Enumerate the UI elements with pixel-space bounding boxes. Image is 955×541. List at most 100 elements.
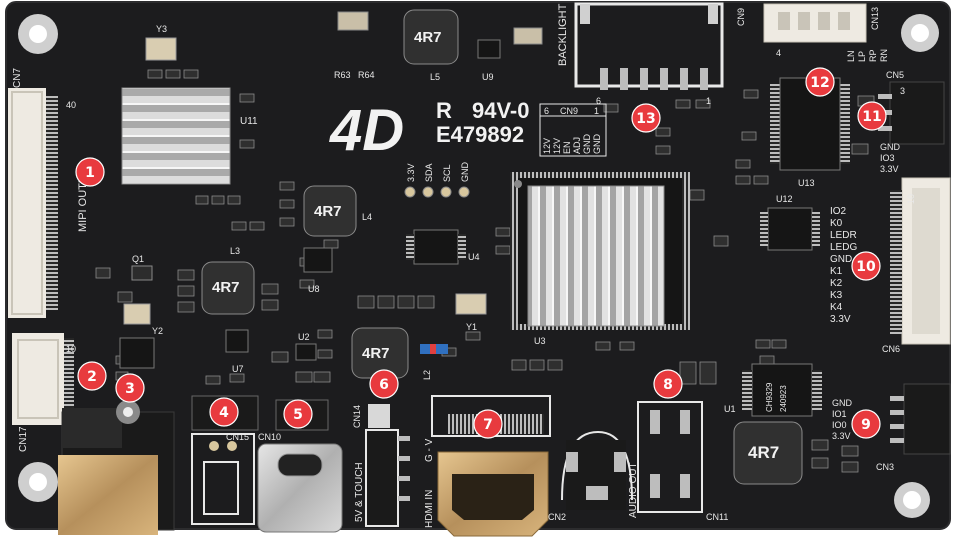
cn6-pin-label: GND: [830, 254, 852, 265]
callout-number: 11: [862, 109, 881, 125]
diode: [420, 344, 448, 354]
l3-ref: L3: [230, 246, 240, 256]
callout-number: 7: [483, 417, 493, 433]
cap-top: [337, 11, 369, 31]
callout-13: 13: [631, 103, 661, 133]
dc-barrel-jack: [58, 400, 175, 535]
cn3-pin-label: IO1: [832, 409, 847, 419]
transistor-q1: [131, 265, 153, 281]
u2-ref: U2: [298, 332, 310, 342]
io3-connector: [878, 81, 945, 145]
main-soc: [510, 172, 690, 330]
cn9-pin-label: GND: [582, 134, 592, 155]
i2c-pin-label: 3.3V: [406, 163, 416, 182]
ic-u8: [303, 247, 333, 273]
cn6-pin-label: LEDG: [830, 242, 857, 253]
cn6-pin10: 10: [906, 194, 916, 204]
svg-text:4R7: 4R7: [362, 345, 390, 362]
svg-text:4R7: 4R7: [314, 203, 342, 220]
svg-text:4R7: 4R7: [748, 443, 779, 462]
svg-text:240923: 240923: [779, 385, 788, 412]
cn5-pin-label: GND: [880, 142, 901, 152]
callout-number: 5: [293, 407, 303, 423]
touch-fpc-connector: [12, 333, 74, 425]
cn9-pin-label: EN: [562, 141, 572, 154]
cn13-ref: CN13: [870, 7, 880, 30]
mounting-hole-bottom-right: [894, 482, 930, 518]
y1-ref: Y1: [466, 322, 477, 332]
callout-number: 2: [87, 369, 97, 385]
backlight-pin1: 1: [706, 96, 711, 106]
hdmi-label: HDMI IN: [424, 490, 435, 528]
cn8-pin10-label: 10: [66, 344, 76, 354]
backlight-connector: [574, 2, 724, 90]
ic-u12: [760, 207, 820, 251]
l2-ref: L2: [422, 370, 432, 380]
speaker-connector: [763, 3, 867, 43]
u9-ref: U9: [482, 72, 494, 82]
mipi-label: MIPI OUTP: [77, 176, 89, 232]
callout-number: 4: [219, 405, 229, 421]
cn6-pin-label: K3: [830, 290, 843, 301]
callout-number: 10: [856, 259, 876, 275]
callout-number: 13: [636, 111, 655, 127]
svg-text:4R7: 4R7: [414, 29, 442, 46]
io0-io1-connector: [890, 383, 951, 455]
callout-number: 8: [663, 377, 673, 393]
4d-logo: 4D: [329, 98, 404, 163]
ic-u7: [225, 329, 249, 353]
callout-number: 1: [85, 165, 95, 181]
ic-u4: [406, 229, 466, 265]
audio-jack: [561, 430, 633, 510]
callout-number: 12: [810, 75, 829, 91]
u4-ref: U4: [468, 252, 480, 262]
y2-ref: Y2: [152, 326, 163, 336]
u1-ref: U1: [724, 404, 736, 414]
u12-ref: U12: [776, 194, 793, 204]
mounting-hole-bottom-left: [18, 462, 58, 502]
i2c-pin-label: SCL: [442, 164, 452, 182]
cn9-pin-label: 12V: [542, 138, 552, 154]
cn3-pin-label: IO0: [832, 420, 847, 430]
cn15-ref: CN15: [226, 432, 249, 442]
cn5-pin-label: 3.3V: [880, 164, 899, 174]
mipi-fpc-connector: [8, 88, 58, 318]
svg-text:1: 1: [594, 106, 599, 116]
cn3-pin-label: GND: [832, 398, 853, 408]
svg-text:CH9329: CH9329: [765, 382, 774, 412]
cn10-ref: CN10: [258, 432, 281, 442]
cn7-ref: CN7: [12, 68, 23, 88]
cn17-ref: CN17: [18, 426, 29, 452]
u11-ref: U11: [240, 116, 258, 127]
inductor-l4: 4R7: [303, 185, 357, 237]
svg-text:4R7: 4R7: [212, 279, 240, 296]
power-touch-label: 5V & TOUCH: [354, 462, 365, 522]
r64-ref: R64: [358, 70, 375, 80]
callout-6: 6: [369, 369, 399, 399]
callout-3: 3: [115, 373, 145, 403]
inductor-l3: 4R7: [201, 261, 255, 315]
callout-number: 9: [861, 417, 871, 433]
l5-ref: L5: [430, 72, 440, 82]
ic-u2: [295, 343, 317, 361]
inductor-l5: 4R7: [403, 9, 459, 65]
ul-number: E479892: [436, 122, 524, 147]
power-touch-connector: [365, 404, 410, 527]
callout-1: 1: [75, 157, 105, 187]
cn13-pin-label: LN: [846, 50, 856, 62]
i2c-pin-label: SDA: [424, 163, 434, 182]
cap-top-2: [513, 27, 543, 45]
cn5-ref: CN5: [886, 70, 904, 80]
cn9-ref: CN9: [736, 8, 746, 26]
ic-u1: CH9329 240923: [742, 363, 822, 417]
cn6-ref: CN6: [882, 344, 900, 354]
cn6-pin-label: K4: [830, 302, 843, 313]
u3-ref: U3: [534, 336, 546, 346]
i2c-header: [404, 186, 470, 198]
cn14-ref: CN14: [352, 405, 362, 428]
audio-label: AUDIO OUT: [628, 462, 639, 518]
u13-ref: U13: [798, 178, 815, 188]
